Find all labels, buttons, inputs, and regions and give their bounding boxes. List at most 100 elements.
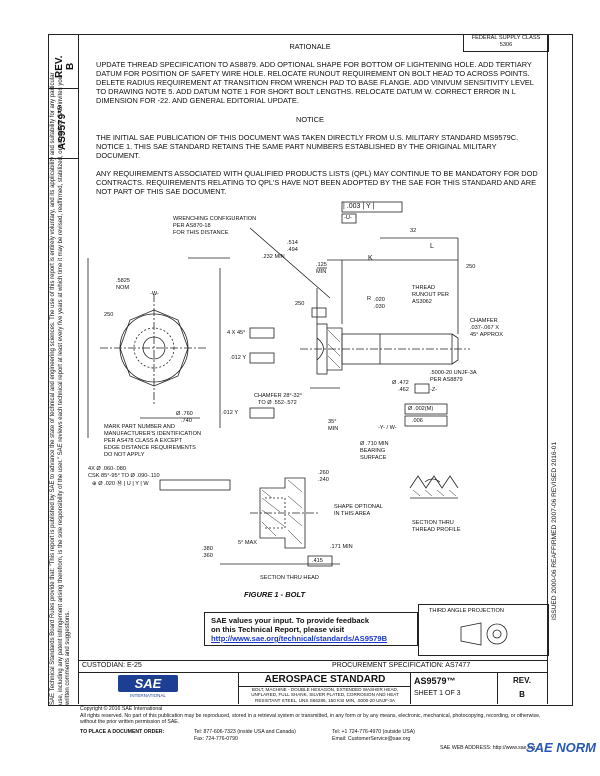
- footer-rights: All rights reserved. No part of this pub…: [80, 713, 541, 725]
- hole-note-1: 4X Ø .060-.080: [88, 466, 126, 472]
- left-sidebar: [48, 34, 79, 704]
- radius-020: .020: [374, 297, 385, 303]
- sae-logo-sub: INTERNATIONAL: [130, 693, 166, 698]
- fed-supply-label: FEDERAL SUPPLY CLASS: [471, 35, 541, 41]
- footer-web: SAE WEB ADDRESS: http://www.sae.org: [440, 745, 536, 751]
- datum-w: -W-: [150, 291, 159, 297]
- feedback-link[interactable]: http://www.sae.org/technical/standards/A…: [211, 634, 388, 643]
- footer-fax: Fax: 724-776-0790: [194, 736, 238, 742]
- thread-note-1: THREAD: [412, 285, 435, 291]
- datum-z: -Z-: [430, 387, 438, 393]
- footer-email: Email: CustomerService@sae.org: [332, 736, 411, 742]
- fcf-006: .006: [412, 418, 423, 424]
- fcf-012-a: .012 Y: [230, 355, 247, 361]
- dim-415: .415: [312, 558, 323, 564]
- dim-232: .232 MIN: [262, 254, 285, 260]
- number-divider: [410, 672, 411, 704]
- dim-nom: NOM: [116, 285, 130, 291]
- notice-title: NOTICE: [296, 115, 324, 124]
- notice-para-2: ANY REQUIREMENTS ASSOCIATED WITH QUALIFI…: [96, 169, 538, 196]
- bearing-3: SURFACE: [360, 455, 387, 461]
- chamfer-note-2: .037-.067 X: [470, 325, 499, 331]
- radius-030: .030: [374, 304, 385, 310]
- feedback-box: SAE values your input. To provide feedba…: [204, 612, 418, 646]
- feedback-line-2: on this Technical Report, please visit: [211, 625, 345, 634]
- hole-fcf: ⊕ Ø .020 Ⓜ | U | Y | W: [92, 481, 149, 487]
- unjf-note-1: .5000-20 UNJF-3A: [430, 370, 477, 376]
- mark-note-1: MARK PART NUMBER AND: [104, 424, 175, 430]
- dim-740: .740: [181, 418, 192, 424]
- dim-472: Ø .472: [392, 380, 409, 386]
- titleblock-top-line: [78, 660, 547, 661]
- sae-logo-text: SAE: [118, 675, 178, 692]
- projection-symbol: [460, 622, 508, 646]
- chamfer-note-1: CHAMFER: [470, 318, 498, 324]
- wrenching-note-3: FOR THIS DISTANCE: [173, 230, 229, 236]
- dim-380: .380: [202, 546, 213, 552]
- shape-note-1: SHAPE OPTIONAL: [334, 504, 383, 510]
- rev-box: REV.B: [48, 34, 78, 89]
- mark-note-5: DO NOT APPLY: [104, 452, 145, 458]
- thread-note-2: RUNOUT PER: [412, 292, 449, 298]
- section-thread-1: SECTION THRU: [412, 520, 454, 526]
- logo-divider: [238, 672, 239, 704]
- radius-r: R: [367, 296, 372, 302]
- finish-250-b: 250: [295, 301, 305, 307]
- finish-250-c: 250: [104, 312, 114, 318]
- chamfer-b-1: CHAMFER 28°-32°: [254, 393, 302, 399]
- finish-32: 32: [410, 228, 417, 234]
- footer-order: TO PLACE A DOCUMENT ORDER:: [80, 729, 165, 735]
- chamfer-b-2: TO Ø .552-.572: [258, 400, 297, 406]
- titleblock-sheet: SHEET 1 OF 3: [414, 690, 461, 697]
- angle-35: 35°: [328, 419, 337, 425]
- wrenching-note-1: WRENCHING CONFIGURATION: [173, 216, 257, 222]
- fcf-top: | .003 | Y |: [343, 203, 375, 210]
- dim-260: .260: [318, 470, 329, 476]
- projection-box: THIRD ANGLE PROJECTION: [418, 604, 549, 656]
- standard-underline: [238, 686, 410, 687]
- dim-l: L: [430, 243, 434, 250]
- sae-norm-text: SAE NORM: [525, 740, 596, 755]
- wrenching-note-2: PER AS870-18: [173, 223, 211, 229]
- dim-k: K: [368, 255, 373, 262]
- projection-label: THIRD ANGLE PROJECTION: [429, 608, 504, 614]
- fed-supply-value: 5306: [499, 42, 513, 48]
- dim-4x45: 4 X 45°: [227, 330, 246, 336]
- footer-tel2: Tel: +1 724-776-4970 (outside USA): [332, 729, 415, 735]
- hole-note-2: CSK 85°-95° TO Ø .090-.110: [88, 473, 160, 479]
- titleblock-line-2: [78, 672, 547, 673]
- chamfer-note-3: 45° APPROX: [470, 332, 504, 338]
- footer-tel: Tel: 877-606-7323 (inside USA and Canada…: [194, 729, 296, 735]
- section-thru-head: SECTION THRU HEAD: [260, 575, 319, 581]
- federal-supply-box: FEDERAL SUPPLY CLASS 5306: [463, 34, 549, 52]
- procurement-spec: PROCUREMENT SPECIFICATION: AS7477: [332, 662, 471, 669]
- doc-number-box: AS9579™: [48, 88, 78, 159]
- sae-norm-watermark: SAE NORM: [514, 740, 600, 776]
- bearing-1: Ø .710 MIN: [360, 441, 389, 447]
- figure-caption: FIGURE 1 - BOLT: [244, 590, 306, 599]
- rev-divider: [497, 672, 498, 704]
- dim-5825: .5825: [116, 278, 130, 284]
- dim-5max: 5° MAX: [238, 540, 258, 546]
- section-thread-2: THREAD PROFILE: [412, 527, 461, 533]
- finish-250-a: 250: [466, 264, 476, 270]
- fcf-002: Ø .002(M): [408, 406, 434, 412]
- dim-360: .360: [202, 553, 213, 559]
- sae-logo: SAE INTERNATIONAL: [118, 675, 178, 698]
- rationale-title: RATIONALE: [289, 42, 331, 51]
- dim-514: .514: [287, 240, 298, 246]
- datum-u: -U-: [344, 215, 352, 221]
- angle-35-min: MIN: [328, 426, 339, 432]
- bearing-2: BEARING: [360, 448, 386, 454]
- rationale-body: UPDATE THREAD SPECIFICATION TO AS8879. A…: [96, 60, 534, 105]
- part-description: BOLT, MACHINE - DOUBLE HEXAGON, EXTENDED…: [251, 687, 399, 703]
- feedback-line-1: SAE values your input. To provide feedba…: [211, 616, 370, 625]
- bolt-drawing: [87, 201, 470, 567]
- dim-125-min: MIN: [316, 269, 327, 275]
- mark-note-4: EDGE DISTANCE REQUIREMENTS: [104, 445, 196, 451]
- dim-760: Ø .760: [176, 411, 193, 417]
- dim-240: .240: [318, 477, 329, 483]
- mark-note-2: MANUFACTURER'S IDENTIFICATION: [104, 431, 201, 437]
- shape-note-2: IN THIS AREA: [334, 511, 371, 517]
- aerospace-standard: AEROSPACE STANDARD: [264, 674, 386, 685]
